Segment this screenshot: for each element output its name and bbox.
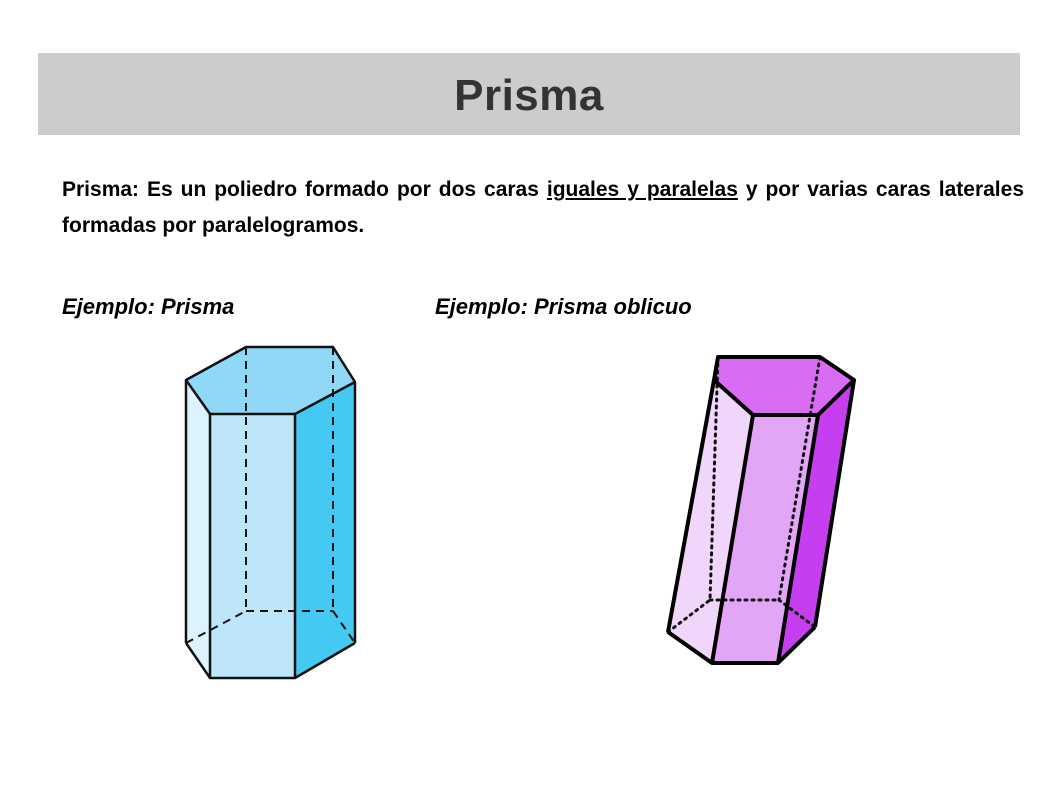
right-prism-figure	[184, 345, 357, 680]
oblique-prism-left-face	[668, 380, 753, 663]
definition-text: Prisma: Es un poliedro formado por dos c…	[62, 172, 1024, 244]
example-label-prism: Ejemplo: Prisma	[62, 294, 235, 319]
right-prism-right-face	[295, 382, 355, 678]
right-prism-left-face	[186, 380, 210, 678]
definition-part-2: y por varias caras laterales formadas po…	[62, 178, 1024, 237]
slide-title: Prisma	[454, 71, 604, 120]
right-prism-top-face	[186, 347, 355, 414]
example-label-oblique-prism: Ejemplo: Prisma oblicuo	[435, 294, 692, 319]
title-bar: Prisma	[38, 53, 1020, 135]
definition-underlined: iguales y paralelas	[546, 178, 738, 201]
oblique-prism-figure	[666, 355, 856, 665]
definition-part-1: Prisma: Es un poliedro formado por dos c…	[62, 178, 547, 201]
oblique-prism-right-face	[778, 380, 854, 663]
right-prism-front-face	[210, 414, 295, 678]
